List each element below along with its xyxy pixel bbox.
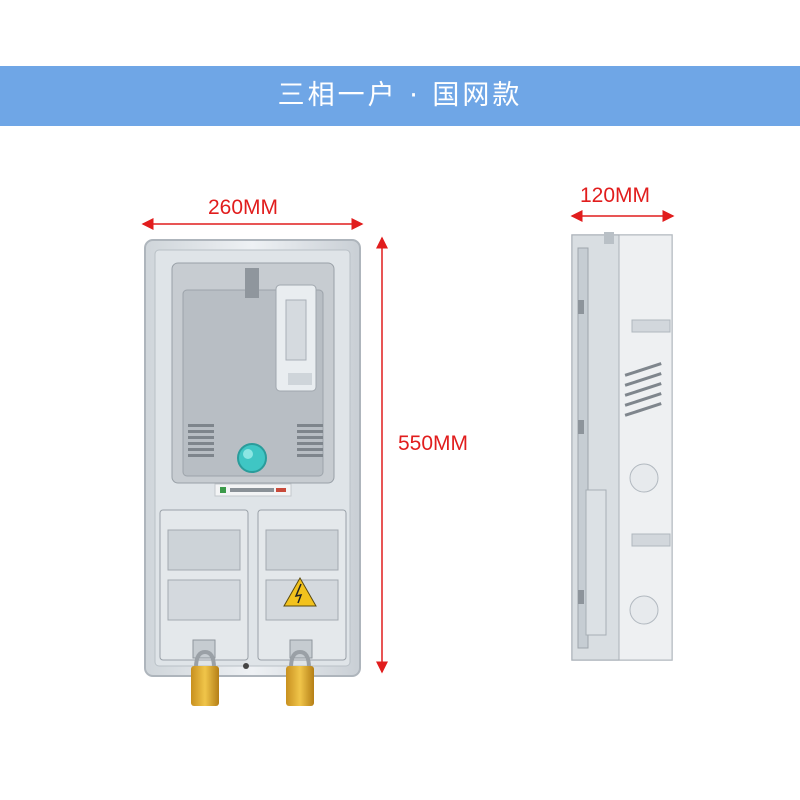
front-view-meter-box	[144, 239, 361, 706]
title-banner: 三相一户 · 国网款	[0, 66, 800, 126]
front-width-label: 260MM	[208, 196, 279, 219]
front-height-label: 550MM	[398, 432, 469, 455]
side-width-label: 120MM	[580, 184, 651, 207]
side-view-meter-box	[571, 232, 673, 661]
banner-title: 三相一户 · 国网款	[277, 80, 523, 111]
